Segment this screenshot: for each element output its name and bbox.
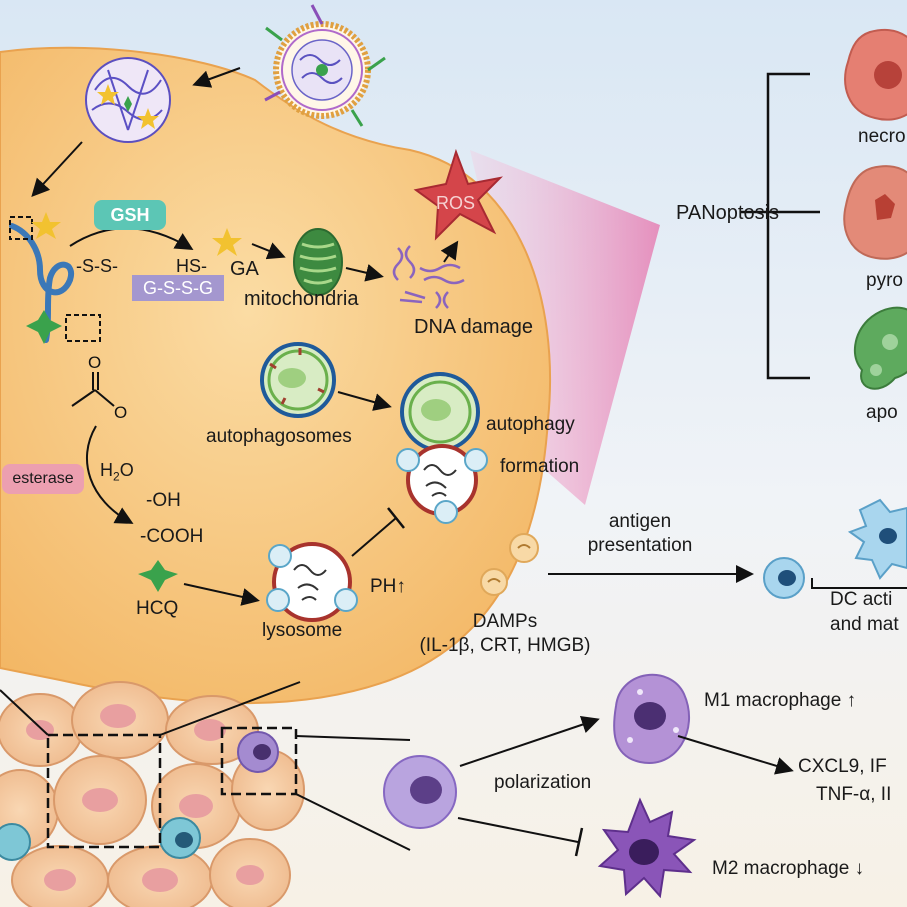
ga-released-star-icon [212,228,242,256]
pyroptosis-label: pyro [866,270,903,291]
hcq-star-icon [26,310,62,344]
damps-line2: (IL-1β, CRT, HMGB) [419,634,591,656]
dna-damage-label: DNA damage [414,316,533,338]
water-sub: 2 [113,469,120,484]
inhibition-bar-m2 [574,827,584,857]
lysosome-label: lysosome [262,620,343,641]
arrow-core-to-polymer [31,141,83,197]
arrow-to-autophagy [337,391,392,411]
panoptosis-bracket [740,72,820,380]
inhibition-line-m2 [457,817,579,843]
ga-label: GA [230,258,259,280]
panoptosis-label: PANoptosis [676,202,780,224]
dc-line1: DC acti [830,589,893,610]
dc-line2: and mat [830,613,899,635]
gsh-badge: GSH [94,200,166,230]
cytokines-line1: CXCL9, IF [798,756,887,777]
arrow-dna-to-ros [440,240,459,263]
dc-activation-label: DC acti and mat [830,588,899,637]
m1-macrophage-icon [613,673,690,765]
hcq-label: HCQ [136,598,179,619]
necrosis-cell-icon [844,29,907,121]
ph-label: PH↑ [370,576,406,597]
nanoparticle-core-icon [85,57,171,143]
hcq-icon [138,560,178,592]
damps-line1: DAMPs [472,611,538,632]
autophagy-label: autophagy [486,414,575,435]
arrow-hcq-to-lysosome [183,583,260,606]
arrow-to-m1 [459,715,600,767]
hydrolysis-arrow [86,425,134,524]
tissue-zoom-box [46,733,162,849]
ros-burst-icon [413,148,503,241]
mitochondria-label: mitochondria [244,288,359,310]
ester-o-atom: O [88,353,101,372]
necroptosis-label: necro [858,126,906,147]
water-h: H [100,460,113,480]
antigen-line1: antigen [608,511,672,532]
arrow-ga-to-mitochondria [251,242,286,260]
water-label: H2O [100,460,134,484]
liposome-nanoparticle-icon [264,4,386,127]
hydroxyl-label: -OH [146,490,181,511]
mature-dc-icon [847,498,907,580]
antigen-line2: presentation [587,534,693,556]
carboxyl-label: -COOH [140,526,204,547]
zoom-line-left [0,689,49,736]
ga-star-icon [31,212,61,239]
naive-macrophage-icon [383,755,457,829]
pyroptosis-cell-icon [843,165,907,260]
autophagy-fusion-icon [396,372,488,524]
immature-dc-icon [763,557,805,599]
autophagosome-icon [260,342,336,418]
m2-macrophage-icon [597,797,697,899]
arrow-liposome-to-core [192,67,241,88]
apoptosis-label: apo [866,402,898,423]
zoom-line-right [159,681,301,736]
lysosome-icon [266,542,358,622]
dna-fragments-icon [392,245,465,309]
zoom-line-mac-bottom [295,793,411,851]
inhibition-bar [387,507,405,529]
m1-macrophage-label: M1 macrophage ↑ [704,690,857,711]
ester-structure [71,372,115,407]
arrow-m1-to-cytokines [677,735,794,775]
formation-label: formation [500,456,580,477]
polymer-chain [9,223,75,343]
disulfide-label: -S-S- [76,256,118,276]
esterase-badge: esterase [2,464,84,494]
ester-o2-atom: O [114,403,127,422]
mitochondria-icon [293,228,343,296]
ros-label: ROS [436,193,476,213]
ester-box [65,314,101,342]
apoptosis-cell-icon [853,306,907,390]
polarization-label: polarization [494,772,592,793]
damps-vesicles-icon [480,533,539,596]
inhibition-line [351,517,397,557]
macrophage-zoom-box [220,726,298,796]
water-o: O [119,460,134,480]
damps-label: DAMPs(IL-1β, CRT, HMGB) [390,610,620,658]
thiol-label: HS- [176,256,207,276]
gssg-badge: G-S-S-G [132,275,224,301]
m2-macrophage-label: M2 macrophage ↓ [712,858,865,879]
disulfide-box [9,216,33,240]
zoom-line-mac-top [295,735,411,741]
cytokines-line2: TNF-α, II [816,784,892,805]
arrow-mito-to-dna [345,264,384,282]
autophagosomes-label: autophagosomes [206,426,352,447]
dc-bracket [811,578,907,589]
tumor-tissue [0,681,305,907]
